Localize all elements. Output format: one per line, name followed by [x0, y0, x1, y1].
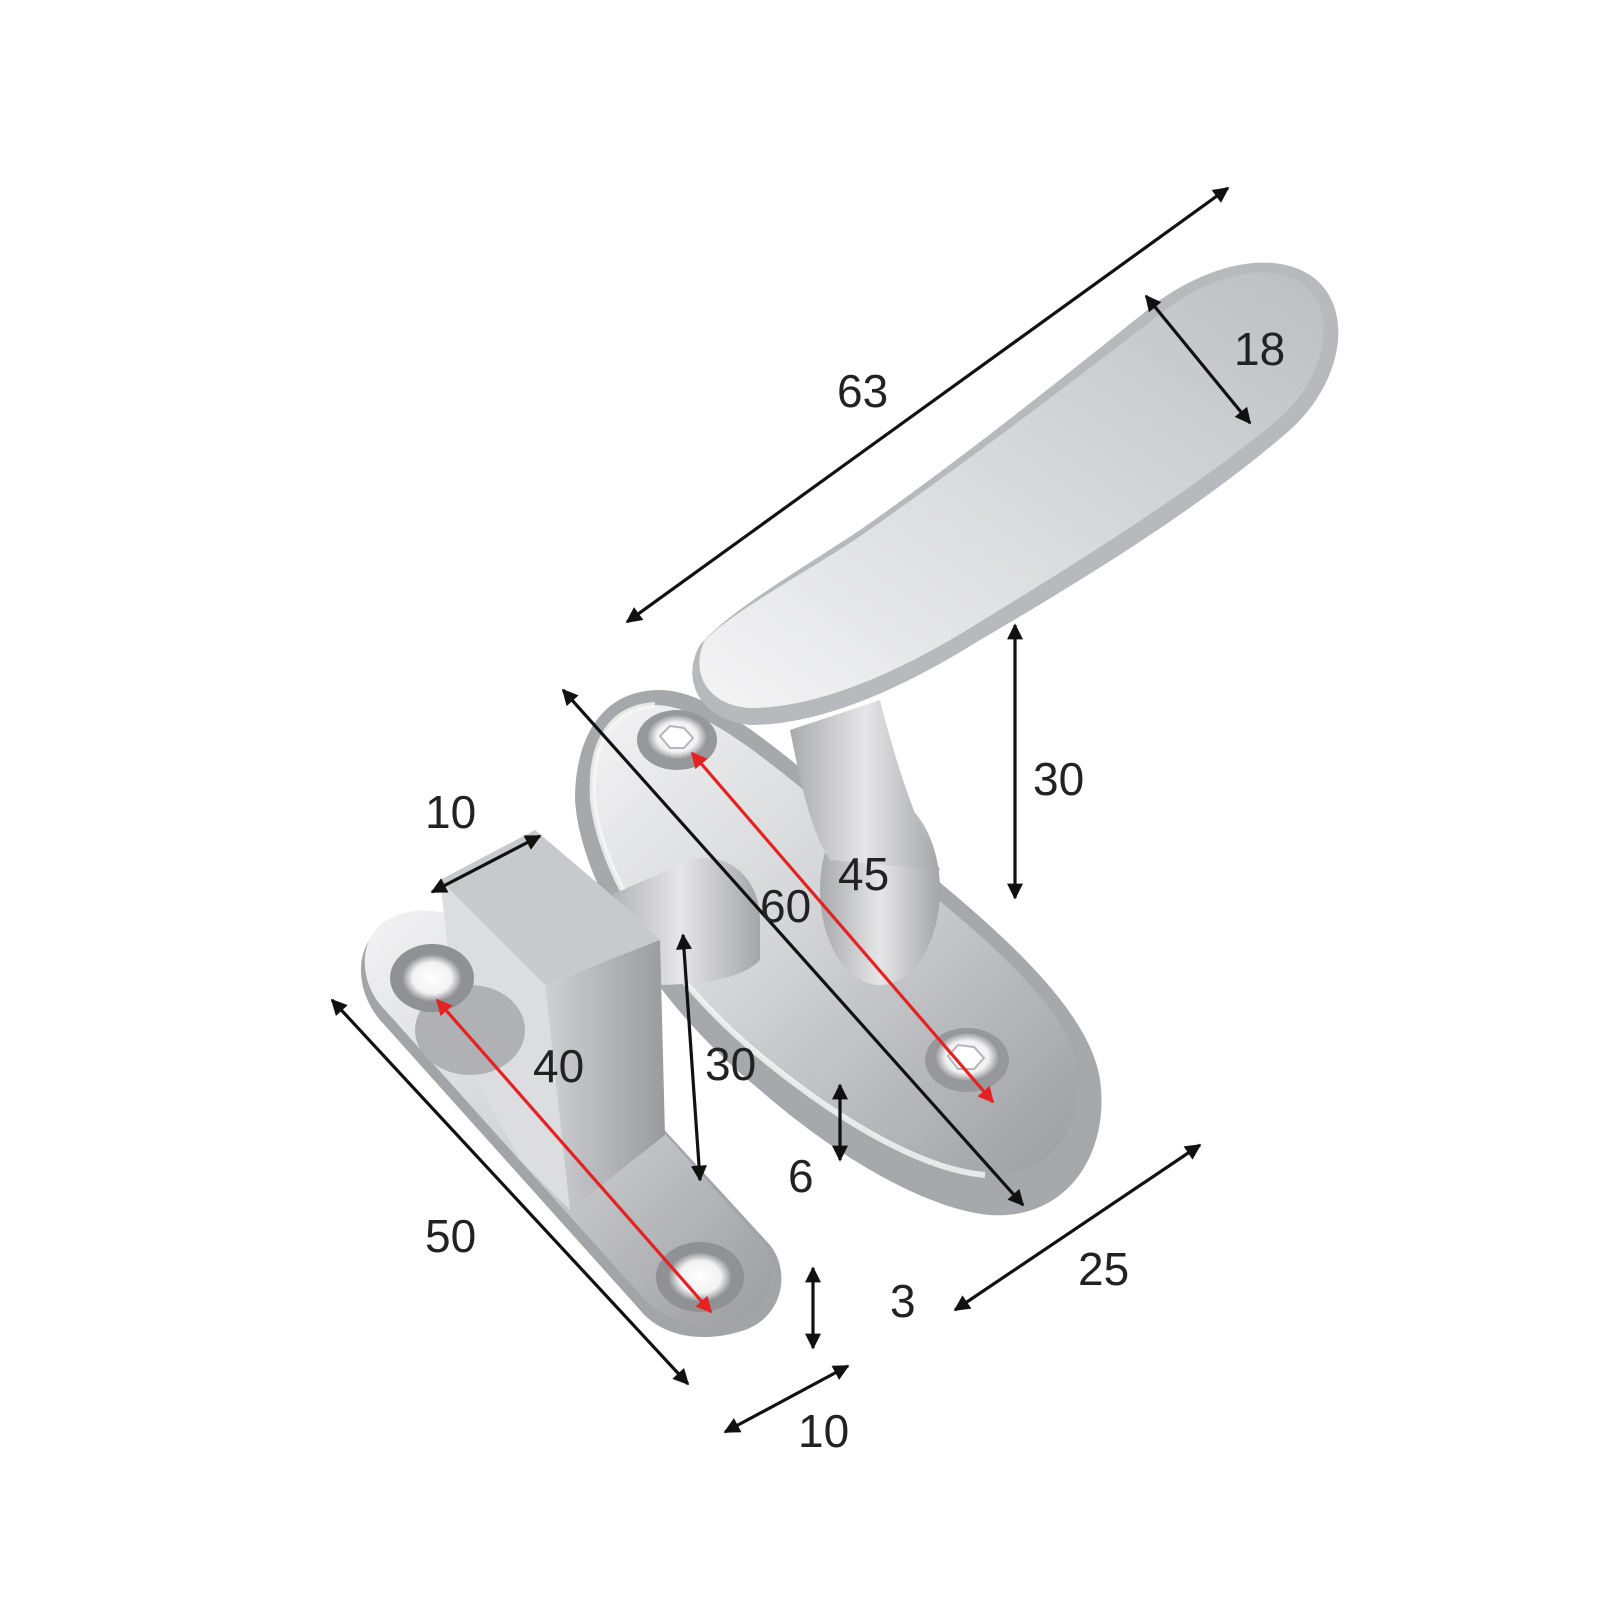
- dim-line-base-width: [953, 1143, 1202, 1312]
- hole-spacing-lines: [435, 751, 995, 1314]
- label-base-length: 60: [760, 880, 811, 932]
- red-line-keeper-hole-spacing: [435, 998, 713, 1314]
- label-handle-length: 63: [837, 365, 888, 417]
- label-base-thickness: 6: [788, 1150, 814, 1202]
- label-keeper-length: 50: [425, 1210, 476, 1262]
- label-base-hole-spacing: 45: [838, 848, 889, 900]
- label-handle-height: 30: [1033, 753, 1084, 805]
- keeper-screw-hole-top: [390, 944, 474, 1012]
- base-screw-hole-top: [637, 710, 717, 770]
- label-base-width: 25: [1078, 1243, 1129, 1295]
- dimension-labels: 63 18 30 45 60 6 25 10 30 40 50 3 10: [425, 323, 1285, 1457]
- label-handle-tip-width: 18: [1234, 323, 1285, 375]
- label-keeper-width-top: 10: [425, 786, 476, 838]
- label-keeper-hole-spacing: 40: [533, 1040, 584, 1092]
- label-keeper-plate-thickness: 3: [890, 1275, 916, 1327]
- label-keeper-width-bottom: 10: [798, 1405, 849, 1457]
- dim-line-handle-tip-width: [1144, 294, 1252, 425]
- label-keeper-height: 30: [705, 1038, 756, 1090]
- dim-line-keeper-width-top: [430, 834, 542, 894]
- dim-line-keeper-width-bottom: [723, 1364, 850, 1434]
- red-line-base-hole-spacing: [690, 751, 995, 1104]
- dim-line-handle-length: [625, 186, 1230, 624]
